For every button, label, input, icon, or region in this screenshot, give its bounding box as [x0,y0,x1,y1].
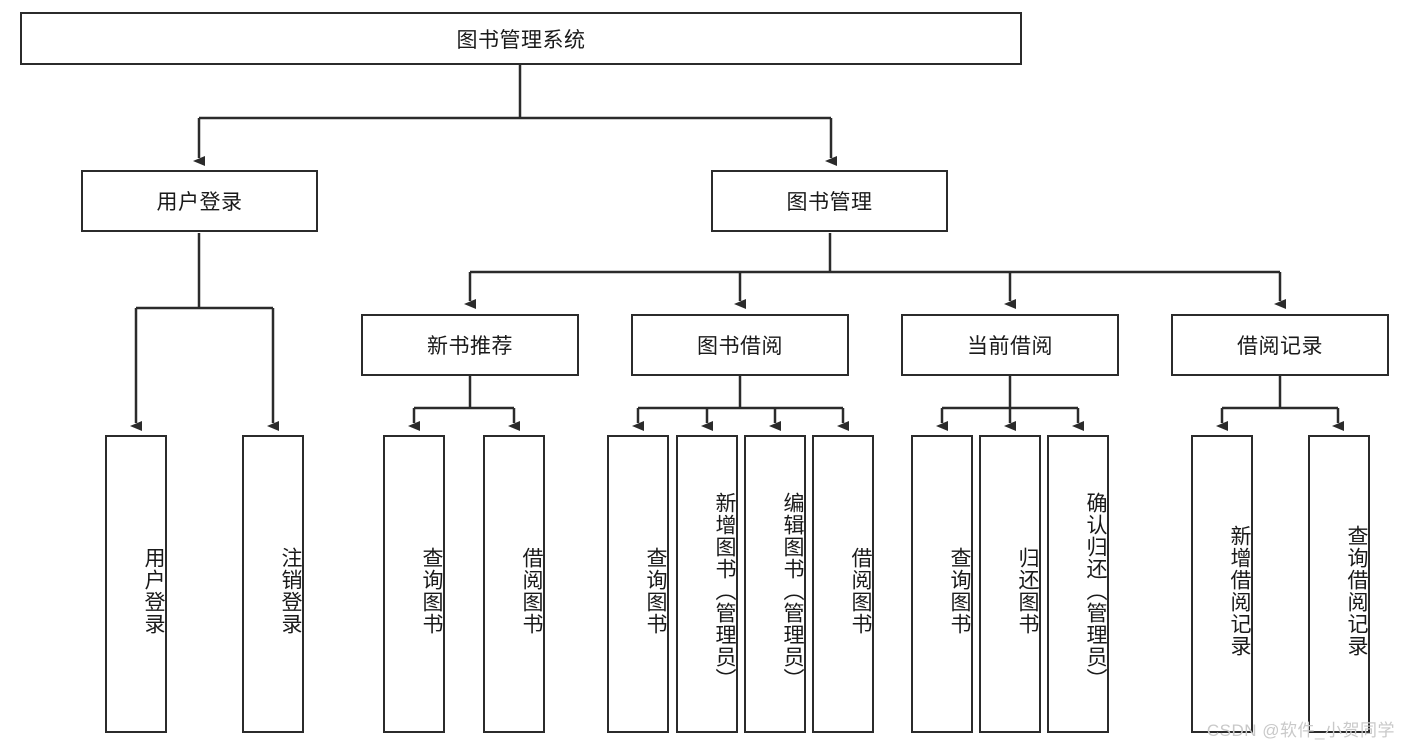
node-root-system[interactable]: 图书管理系统 [20,12,1022,65]
node-new-book-recommend[interactable]: 新书推荐 [361,314,579,376]
leaf-borrow-add-book-admin[interactable]: 新增图书（管理员） [676,435,738,733]
node-user-login[interactable]: 用户登录 [81,170,318,232]
node-label: 借阅图书 [849,547,872,635]
leaf-borrow-edit-book-admin[interactable]: 编辑图书（管理员） [744,435,806,733]
node-label: 用户登录 [156,191,243,214]
node-label: 图书借阅 [697,335,783,358]
node-label: 新增借阅记录 [1228,525,1251,657]
leaf-record-add-record[interactable]: 新增借阅记录 [1191,435,1253,733]
node-label: 图书管理 [786,191,873,214]
node-book-borrow[interactable]: 图书借阅 [631,314,849,376]
node-current-borrow[interactable]: 当前借阅 [901,314,1119,376]
leaf-recommend-borrow-book[interactable]: 借阅图书 [483,435,545,733]
leaf-current-return-book[interactable]: 归还图书 [979,435,1041,733]
leaf-current-confirm-return-admin[interactable]: 确认归还（管理员） [1047,435,1109,733]
leaf-record-query-record[interactable]: 查询借阅记录 [1308,435,1370,733]
node-label: 新增图书（管理员） [713,492,736,690]
node-label: 查询图书 [420,547,443,635]
node-label: 借阅图书 [520,547,543,635]
leaf-current-query-book[interactable]: 查询图书 [911,435,973,733]
node-label: 查询图书 [644,547,667,635]
node-label: 借阅记录 [1237,335,1323,358]
node-label: 查询图书 [948,547,971,635]
node-borrow-record[interactable]: 借阅记录 [1171,314,1389,376]
node-label: 查询借阅记录 [1345,525,1368,657]
node-label: 用户登录 [142,547,165,635]
node-label: 新书推荐 [427,335,513,358]
node-label: 注销登录 [279,547,302,635]
node-label: 确认归还（管理员） [1084,492,1107,690]
leaf-recommend-query-book[interactable]: 查询图书 [383,435,445,733]
leaf-borrow-borrow-book[interactable]: 借阅图书 [812,435,874,733]
node-book-management[interactable]: 图书管理 [711,170,948,232]
node-label: 归还图书 [1016,547,1039,635]
node-label: 编辑图书（管理员） [781,492,804,690]
node-label: 图书管理系统 [456,28,586,52]
leaf-user-login-login[interactable]: 用户登录 [105,435,167,733]
node-label: 当前借阅 [967,335,1053,358]
leaf-borrow-query-book[interactable]: 查询图书 [607,435,669,733]
leaf-user-login-logout[interactable]: 注销登录 [242,435,304,733]
watermark-text: CSDN @软件_小贺同学 [1206,721,1395,740]
